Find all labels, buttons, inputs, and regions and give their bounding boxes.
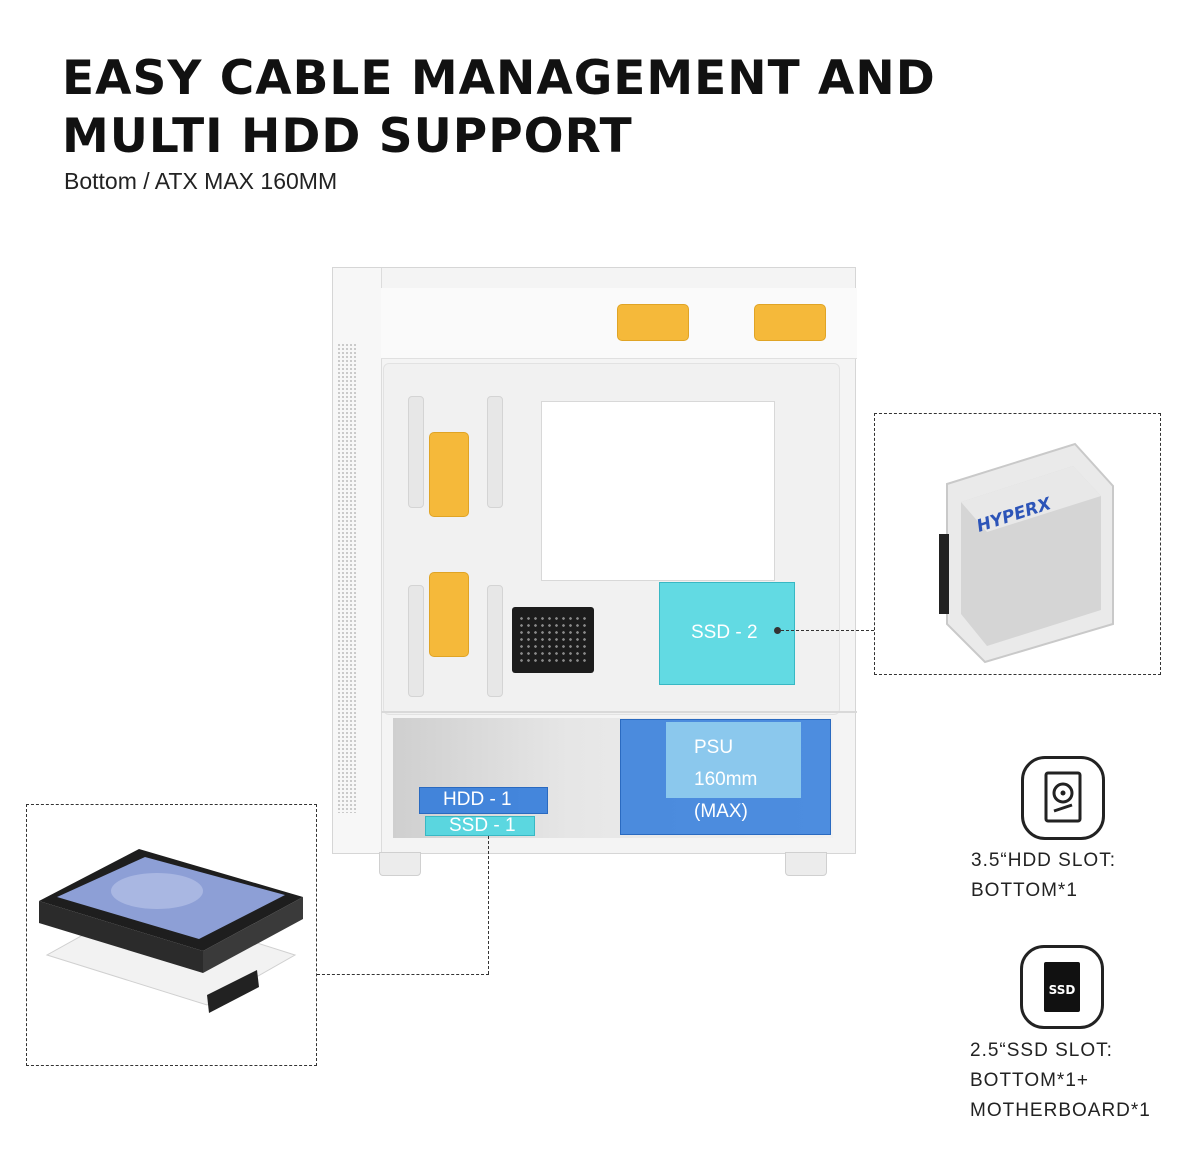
hdd-connector-line-v xyxy=(488,836,489,974)
title-line-1: EASY CABLE MANAGEMENT AND xyxy=(62,51,936,106)
psu-shroud-edge xyxy=(381,711,857,713)
ssd-1-highlight xyxy=(425,816,535,836)
grommet-side-2 xyxy=(429,572,469,657)
ssd-1-label: SSD - 1 xyxy=(449,815,516,836)
hdd-callout-box xyxy=(26,804,317,1066)
ssd-callout-box: HYPERX xyxy=(874,413,1161,675)
ssd-slot-spec: 2.5“SSD SLOT: BOTTOM*1+ MOTHERBOARD*1 xyxy=(970,1036,1151,1126)
hdd-1-label: HDD - 1 xyxy=(443,789,512,810)
ssd-2-highlight xyxy=(659,582,795,685)
psu-label: PSU 160mm (MAX) xyxy=(694,732,757,828)
hdd-slot-spec: 3.5“HDD SLOT: BOTTOM*1 xyxy=(971,846,1116,906)
psu-label-line-2: 160mm xyxy=(694,769,758,790)
psu-label-line-3: (MAX) xyxy=(694,801,748,822)
case-foot-right xyxy=(785,852,827,876)
ssd-spec-line-2: BOTTOM*1+ xyxy=(970,1070,1089,1091)
hdd-connector-line-h xyxy=(317,974,489,975)
hdd-1-highlight xyxy=(419,787,548,814)
page-subtitle: Bottom / ATX MAX 160MM xyxy=(64,168,338,194)
cpu-cutout xyxy=(541,401,775,581)
case-foot-left xyxy=(379,852,421,876)
cable-rail xyxy=(408,585,424,697)
psu-inner-highlight xyxy=(666,722,801,798)
fan-hub xyxy=(512,607,594,673)
front-mesh-panel xyxy=(333,268,382,853)
psu-label-line-1: PSU xyxy=(694,737,734,758)
hard-drive-icon xyxy=(1021,756,1105,840)
ssd-drive-image: HYPERX xyxy=(939,442,1114,664)
mesh-strip xyxy=(337,343,357,813)
page-title: EASY CABLE MANAGEMENT AND MULTI HDD SUPP… xyxy=(62,50,936,166)
hdd-drive-image xyxy=(39,849,303,1013)
cable-rail xyxy=(487,396,503,508)
ssd-icon-text: SSD xyxy=(1049,983,1076,997)
title-line-2: MULTI HDD SUPPORT xyxy=(62,109,633,164)
cable-rail xyxy=(487,585,503,697)
grommet-top-1 xyxy=(617,304,689,341)
ssd-2-connector-line xyxy=(781,630,874,631)
cable-rail xyxy=(408,396,424,508)
ssd-2-label: SSD - 2 xyxy=(691,622,758,643)
ssd-icon: SSD xyxy=(1020,945,1104,1029)
ssd-spec-line-3: MOTHERBOARD*1 xyxy=(970,1100,1151,1121)
hdd-spec-line-2: BOTTOM*1 xyxy=(971,880,1078,901)
ssd-2-connector-dot xyxy=(774,627,781,634)
grommet-top-2 xyxy=(754,304,826,341)
hdd-spec-line-1: 3.5“HDD SLOT: xyxy=(971,850,1116,871)
grommet-side-1 xyxy=(429,432,469,517)
ssd-spec-line-1: 2.5“SSD SLOT: xyxy=(970,1040,1113,1061)
